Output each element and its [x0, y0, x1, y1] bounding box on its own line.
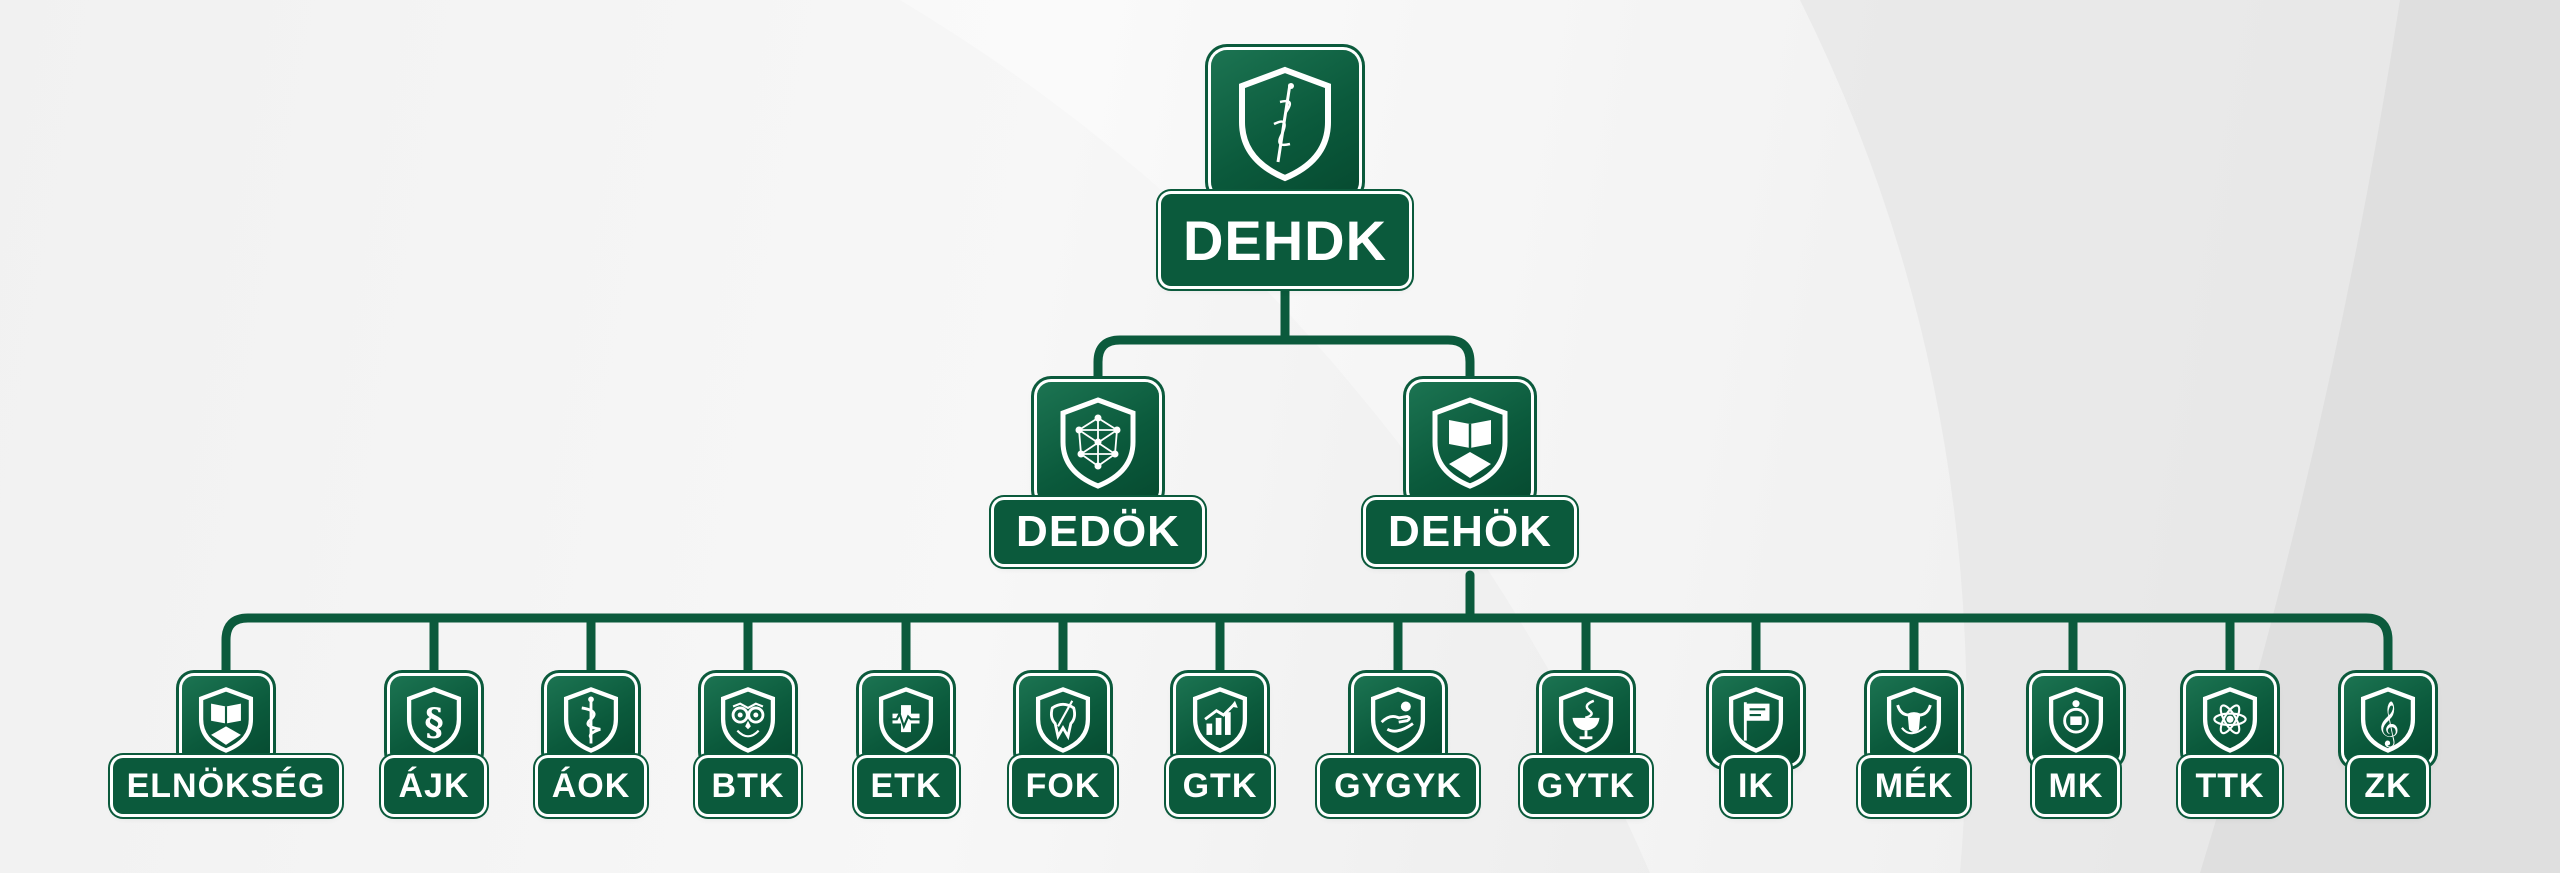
node-label: BTK [697, 758, 799, 814]
book-shield-icon [1409, 382, 1531, 504]
node-gygyk: GYGYK [1318, 676, 1478, 814]
node-label: GYTK [1522, 758, 1650, 814]
node-label: IK [1724, 758, 1788, 814]
node-dehok: DEHÖK [1360, 382, 1580, 564]
flag-icon [1712, 676, 1800, 764]
node-btk: BTK [693, 676, 803, 814]
owl-icon [704, 676, 792, 764]
atom-icon [2186, 676, 2274, 764]
section-sign-icon: § [390, 676, 478, 764]
medical-cross-icon [862, 676, 950, 764]
network-shield-icon [1037, 382, 1159, 504]
bull-icon [1870, 676, 1958, 764]
node-ajk: § ÁJK [379, 676, 489, 814]
node-label: ELNÖKSÉG [112, 758, 340, 814]
node-dehdk: DEHDK [1150, 50, 1420, 286]
music-emblem-icon [2032, 676, 2120, 764]
node-gytk: GYTK [1521, 676, 1651, 814]
node-mek: MÉK [1856, 676, 1972, 814]
node-etk: ETK [851, 676, 961, 814]
caduceus-icon [547, 676, 635, 764]
tooth-icon [1019, 676, 1107, 764]
node-label: FOK [1011, 758, 1115, 814]
node-label: ETK [856, 758, 956, 814]
node-label: GTK [1168, 758, 1272, 814]
node-label: ÁJK [384, 758, 484, 814]
node-fok: FOK [1008, 676, 1118, 814]
node-label: ÁOK [537, 758, 645, 814]
node-label: DEHÖK [1366, 500, 1574, 564]
pharmacy-bowl-icon [1542, 676, 1630, 764]
growth-chart-icon [1176, 676, 1264, 764]
node-label: MÉK [1860, 758, 1968, 814]
node-ik: IK [1706, 676, 1806, 814]
node-label: GYGYK [1320, 758, 1476, 814]
node-gtk: GTK [1165, 676, 1275, 814]
book-shield-icon [182, 676, 270, 764]
node-label: TTK [2181, 758, 2279, 814]
node-aok: ÁOK [536, 676, 646, 814]
helping-hands-icon [1354, 676, 1442, 764]
node-elnokseg: ELNÖKSÉG [112, 676, 340, 814]
node-label: DEDÖK [994, 500, 1202, 564]
node-ttk: TTK [2175, 676, 2285, 814]
node-label: MK [2034, 758, 2118, 814]
node-dedok: DEDÖK [988, 382, 1208, 564]
node-label: ZK [2350, 758, 2426, 814]
svg-text:𝄞: 𝄞 [2377, 701, 2400, 747]
node-label: DEHDK [1160, 194, 1410, 286]
node-zk: 𝄞 ZK [2338, 676, 2438, 814]
svg-text:§: § [424, 700, 443, 744]
treble-clef-icon: 𝄞 [2344, 676, 2432, 764]
node-mk: MK [2026, 676, 2126, 814]
dehdk-emblem-icon [1211, 50, 1359, 198]
